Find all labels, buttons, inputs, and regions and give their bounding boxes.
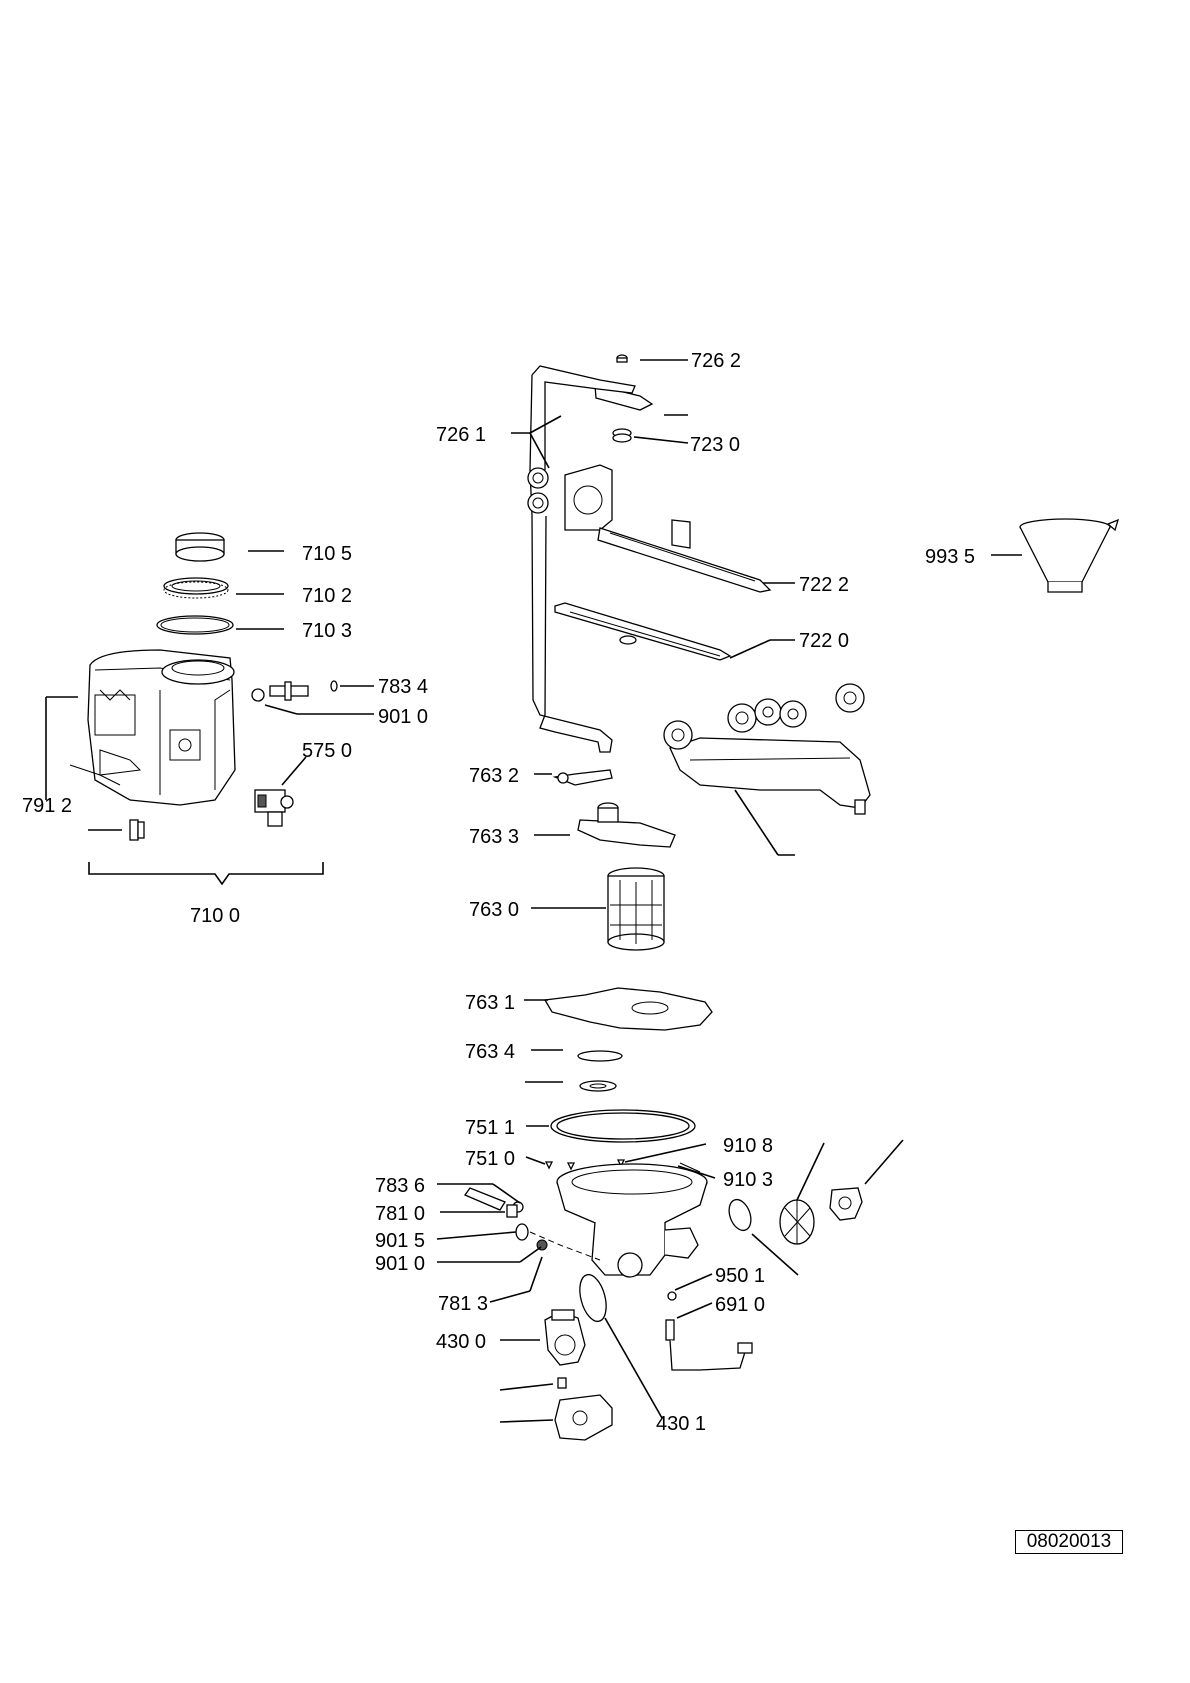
label-430-1: 430 1	[656, 1413, 706, 1435]
label-781-3: 781 3	[438, 1293, 488, 1315]
funnel-part	[1019, 518, 1120, 593]
label-901-0-lower: 901 0	[375, 1253, 425, 1275]
label-901-0-upper: 901 0	[378, 706, 428, 728]
duct-junction	[527, 467, 549, 514]
label-763-1: 763 1	[465, 992, 515, 1014]
label-751-1: 751 1	[465, 1117, 515, 1139]
label-575-0: 575 0	[302, 740, 352, 762]
filter-sump-assembly	[464, 769, 863, 1441]
impeller-parts	[779, 1187, 863, 1245]
circulation-pump	[544, 1309, 586, 1366]
label-791-2: 791 2	[22, 795, 72, 817]
clip-part	[129, 819, 145, 841]
label-691-0: 691 0	[715, 1294, 765, 1316]
label-950-1: 950 1	[715, 1265, 765, 1287]
label-710-5: 710 5	[302, 543, 352, 565]
valve-part	[254, 789, 294, 827]
spray-arm-upper	[564, 464, 772, 593]
filter-cylinder	[607, 867, 665, 951]
label-710-0: 710 0	[190, 905, 240, 927]
label-722-2: 722 2	[799, 574, 849, 596]
threaded-ring-part	[163, 577, 229, 599]
document-code: 08020013	[1015, 1530, 1123, 1554]
label-751-0: 751 0	[465, 1148, 515, 1170]
label-763-0: 763 0	[469, 899, 519, 921]
label-901-5: 901 5	[375, 1230, 425, 1252]
part-number-labels: 726 2 726 1 723 0 722 2 722 0 993 5 710 …	[22, 350, 975, 1435]
lower-spray-arm	[663, 683, 871, 815]
label-726-1: 726 1	[436, 424, 486, 446]
sensor-cable	[665, 1291, 753, 1371]
label-783-4: 783 4	[378, 676, 428, 698]
label-910-8: 910 8	[723, 1135, 773, 1157]
salt-container-body	[69, 649, 236, 806]
spray-arm-lower	[554, 602, 732, 661]
label-722-0: 722 0	[799, 630, 849, 652]
center-leaders	[436, 359, 1022, 1423]
label-910-3: 910 3	[723, 1169, 773, 1191]
seal-ring-part	[156, 615, 234, 635]
water-duct-assembly	[527, 354, 871, 815]
sump-housing	[556, 1163, 708, 1278]
label-430-0: 430 0	[436, 1331, 486, 1353]
heater-element	[464, 1187, 601, 1261]
label-763-3: 763 3	[469, 826, 519, 848]
label-710-3: 710 3	[302, 620, 352, 642]
container-assembly	[69, 532, 338, 841]
drain-pump	[554, 1377, 613, 1441]
left-group-leaders	[45, 550, 374, 886]
label-710-2: 710 2	[302, 585, 352, 607]
label-763-4: 763 4	[465, 1041, 515, 1063]
label-763-2: 763 2	[469, 765, 519, 787]
label-723-0: 723 0	[690, 434, 740, 456]
cap-part	[175, 532, 225, 562]
label-993-5: 993 5	[925, 546, 975, 568]
label-781-0: 781 0	[375, 1203, 425, 1225]
label-783-6: 783 6	[375, 1175, 425, 1197]
bolt-part	[251, 680, 338, 702]
label-726-2: 726 2	[691, 350, 741, 372]
